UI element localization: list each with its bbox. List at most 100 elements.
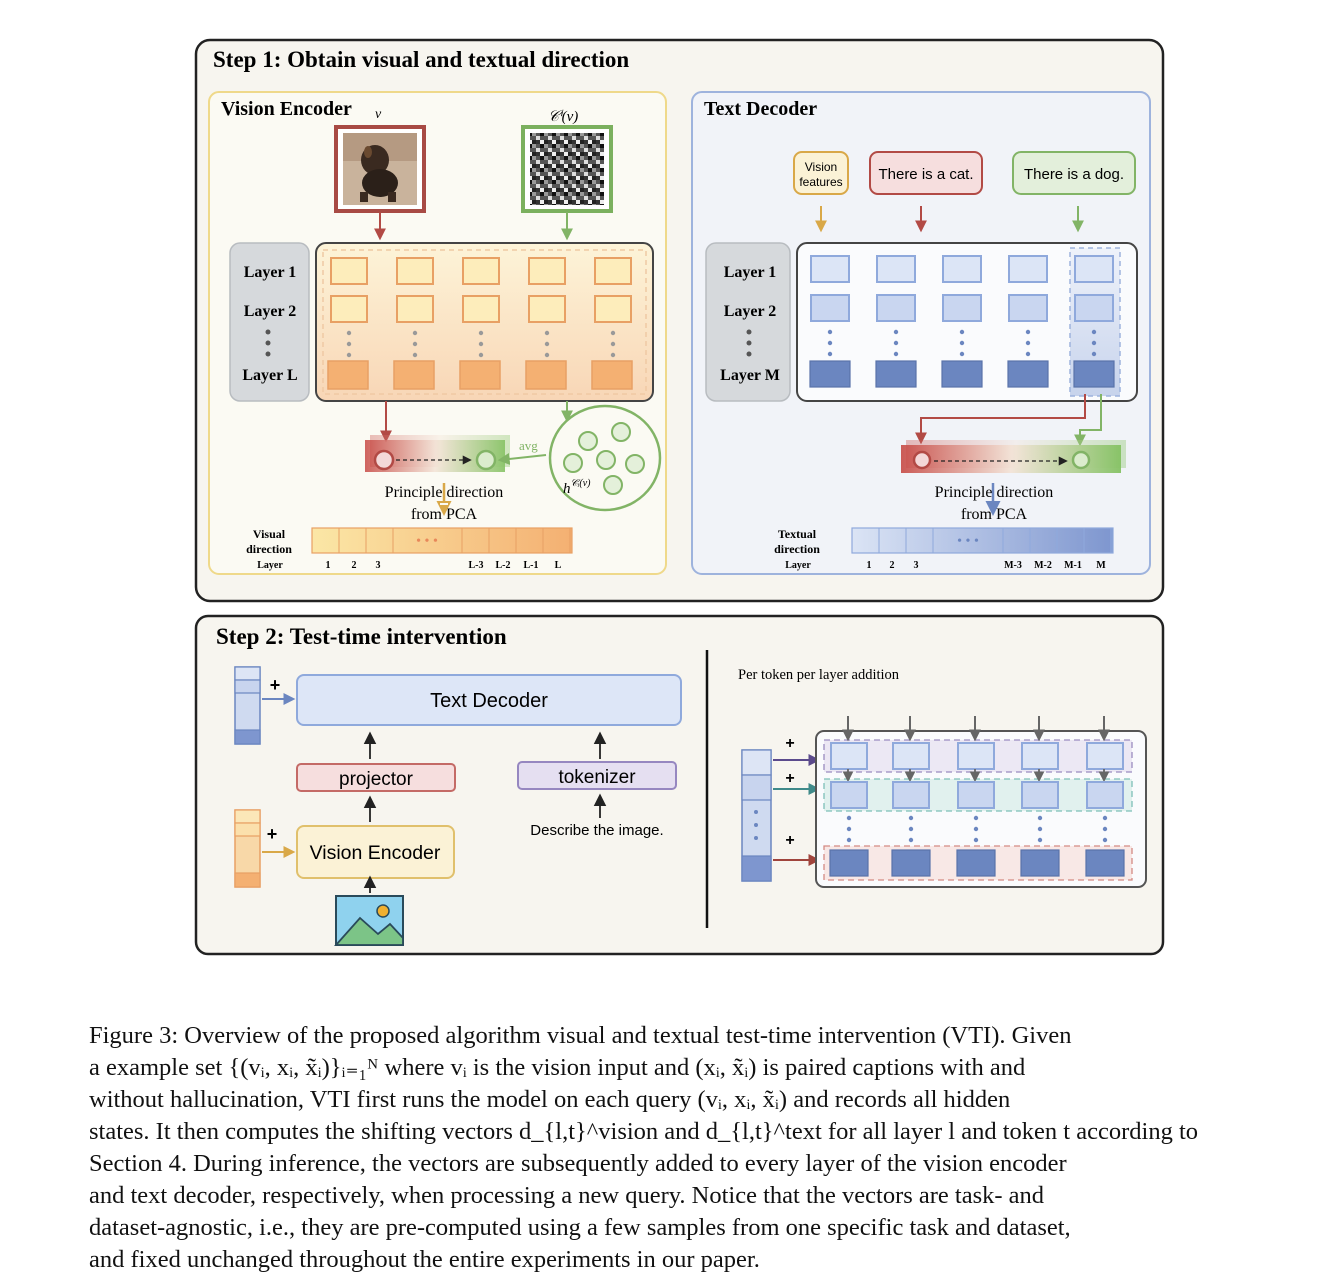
step2-vision-encoder-label: Vision Encoder bbox=[310, 842, 441, 864]
ellipsis-dot bbox=[908, 837, 914, 843]
hallucinated-point bbox=[373, 449, 395, 471]
caption-line-6: and text decoder, respectively, when pro… bbox=[89, 1182, 1045, 1209]
text-cell bbox=[810, 255, 850, 283]
token-cell-last bbox=[956, 849, 996, 877]
textual-layer-tick: M-2 bbox=[1034, 560, 1052, 571]
visual-layer-tick: 2 bbox=[352, 560, 357, 571]
avg-label: avg bbox=[519, 438, 538, 453]
ellipsis-dot bbox=[893, 329, 899, 335]
vision-direction-vector bbox=[234, 809, 261, 888]
ellipsis-dot bbox=[1037, 815, 1043, 821]
projector-label: projector bbox=[339, 769, 414, 790]
vision-cell bbox=[462, 295, 500, 323]
cat-caption-input bbox=[869, 151, 983, 195]
token-cell bbox=[892, 742, 930, 770]
vision-features-line2: features bbox=[799, 175, 842, 189]
ellipsis-dot bbox=[1102, 826, 1108, 832]
ellipsis-dot bbox=[846, 837, 852, 843]
vision-layer-L: Layer L bbox=[242, 367, 297, 384]
ellipsis-dot bbox=[973, 815, 979, 821]
vision-layer-2: Layer 2 bbox=[244, 303, 297, 320]
plus-layer-1: + bbox=[785, 735, 794, 752]
ellipsis-dot bbox=[908, 815, 914, 821]
text-layer-1: Layer 1 bbox=[724, 264, 777, 281]
masked-image-label: 𝒞ⁱ(v) bbox=[548, 109, 578, 125]
per-token-label: Per token per layer addition bbox=[738, 667, 900, 683]
step2-text-decoder bbox=[296, 674, 682, 726]
token-cell-last bbox=[829, 849, 869, 877]
cat-caption-text: There is a cat. bbox=[878, 166, 973, 183]
vision-cell bbox=[594, 257, 632, 285]
dog-caption-text: There is a dog. bbox=[1024, 166, 1124, 183]
ellipsis-dot bbox=[827, 340, 833, 346]
caption-line-8: and fixed unchanged throughout the entir… bbox=[89, 1246, 760, 1273]
ellipsis-dot bbox=[1091, 340, 1097, 346]
visual-layer-axis-label: Layer bbox=[257, 560, 283, 571]
step2-title: Step 2: Test-time intervention bbox=[216, 624, 507, 649]
visual-direction-cell bbox=[542, 527, 571, 554]
ellipsis-dot bbox=[1091, 329, 1097, 335]
vision-cell bbox=[594, 295, 632, 323]
text-cell bbox=[1074, 255, 1114, 283]
masked-image bbox=[530, 133, 604, 205]
text-cell bbox=[942, 255, 982, 283]
ellipsis-dot bbox=[1037, 826, 1043, 832]
visual-direction-bar bbox=[311, 527, 573, 554]
textual-direction-cell bbox=[1083, 527, 1112, 554]
vision-panel-title: Vision Encoder bbox=[221, 98, 352, 120]
ellipsis-dot bbox=[478, 352, 484, 358]
token-cell-last bbox=[1020, 849, 1060, 877]
vision-cell-last bbox=[393, 360, 435, 390]
ellipsis-dot bbox=[478, 341, 484, 347]
textual-direction-dots: • • • bbox=[957, 534, 979, 549]
text-cell bbox=[942, 294, 982, 322]
textual-layer-tick: M bbox=[1096, 560, 1106, 571]
textual-direction-label-1: Textual bbox=[778, 527, 817, 541]
token-cell bbox=[892, 781, 930, 809]
ellipsis-dot bbox=[959, 351, 965, 357]
plus-layer-M: + bbox=[785, 832, 794, 849]
ellipsis-dot bbox=[544, 341, 550, 347]
vision-cell-last bbox=[591, 360, 633, 390]
vision-cell bbox=[396, 295, 434, 323]
ellipsis-dot bbox=[973, 826, 979, 832]
text-layer-2: Layer 2 bbox=[724, 303, 777, 320]
ellipsis-dot bbox=[1025, 329, 1031, 335]
text-cell bbox=[876, 255, 916, 283]
ellipsis-dot bbox=[412, 341, 418, 347]
per-layer-direction-vector bbox=[741, 749, 772, 882]
textual-layer-tick: 1 bbox=[867, 560, 872, 571]
token-cell bbox=[1086, 742, 1124, 770]
visual-layer-tick: L-3 bbox=[469, 560, 484, 571]
ellipsis-dot bbox=[959, 329, 965, 335]
caption-line-1: Figure 3: Overview of the proposed algor… bbox=[89, 1022, 1072, 1049]
text-layer-labels bbox=[705, 242, 791, 402]
tokenizer-box bbox=[517, 761, 677, 790]
vision-cell bbox=[396, 257, 434, 285]
vision-cell bbox=[462, 257, 500, 285]
step2-text-decoder-label: Text Decoder bbox=[430, 690, 548, 712]
vision-cell bbox=[528, 257, 566, 285]
text-cell-last bbox=[941, 360, 983, 388]
ellipsis-dot bbox=[346, 330, 352, 336]
token-cell bbox=[957, 742, 995, 770]
ellipsis-dot bbox=[1025, 340, 1031, 346]
ellipsis-dot bbox=[1091, 351, 1097, 357]
text-layer-cells bbox=[809, 255, 1115, 388]
textual-layer-axis-label: Layer bbox=[785, 560, 811, 571]
textual-layer-tick: 2 bbox=[890, 560, 895, 571]
vision-layer-labels bbox=[229, 242, 310, 402]
token-cell bbox=[1021, 742, 1059, 770]
text-cell-last bbox=[1007, 360, 1049, 388]
vision-cell-last bbox=[459, 360, 501, 390]
dog-image bbox=[343, 133, 417, 205]
ellipsis-dot bbox=[827, 351, 833, 357]
avg-point bbox=[475, 449, 497, 471]
text-layer-M: Layer M bbox=[720, 367, 780, 384]
dog-caption-input bbox=[1012, 151, 1136, 195]
vti-overview-diagram: Step 1: Obtain visual and textual direct… bbox=[194, 38, 1165, 956]
textual-direction-cell bbox=[905, 527, 934, 554]
visual-direction-dots: • • • bbox=[416, 534, 438, 549]
step1-title: Step 1: Obtain visual and textual direct… bbox=[213, 47, 629, 72]
visual-layer-tick: L-2 bbox=[496, 560, 511, 571]
